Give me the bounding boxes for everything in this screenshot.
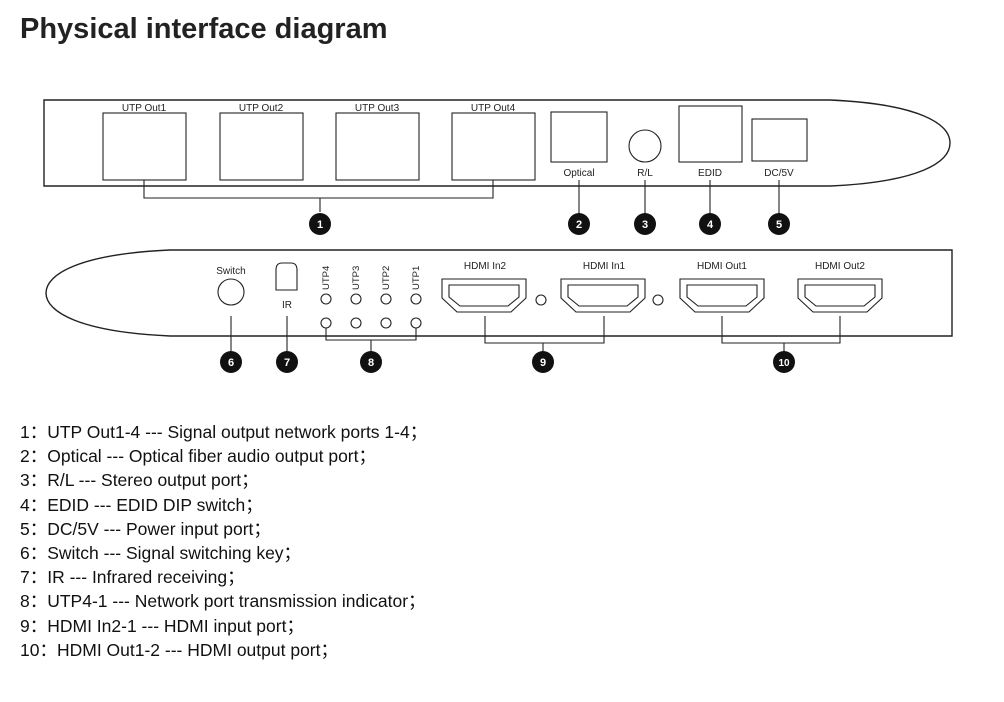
legend-item: 6：Switch --- Signal switching key； xyxy=(20,543,302,564)
callout-7: 7 xyxy=(276,351,298,373)
dc-label: DC/5V xyxy=(764,168,794,179)
legend-item: 9：HDMI In2-1 --- HDMI input port； xyxy=(20,615,304,636)
legend-item: 4：EDID --- EDID DIP switch； xyxy=(20,494,263,515)
svg-text:7: 7 xyxy=(284,357,290,369)
callout-3: 3 xyxy=(634,213,656,235)
hdmi-in2-port: HDMI In2 xyxy=(441,261,527,313)
legend-item: 5：DC/5V --- Power input port； xyxy=(20,518,271,539)
svg-text:10: 10 xyxy=(778,358,790,369)
ir-receiver: IR xyxy=(275,262,298,311)
utp-indicator-leds xyxy=(320,293,422,329)
legend-item: 8：UTP4-1 --- Network port transmission i… xyxy=(20,591,426,612)
utp4-indicator-label: UTP4 xyxy=(321,266,332,290)
ir-label: IR xyxy=(282,300,292,311)
callout-10: 10 xyxy=(773,351,795,373)
legend-item: 10：HDMI Out1-2 --- HDMI output port； xyxy=(20,639,338,660)
hdmi-out1-label: HDMI Out1 xyxy=(697,261,747,272)
utp-out2-port: UTP Out2 xyxy=(219,103,304,181)
utp3-indicator-label: UTP3 xyxy=(351,266,362,290)
svg-text:4: 4 xyxy=(707,219,714,231)
callout-9: 9 xyxy=(532,351,554,373)
interface-diagram: UTP Out1 UTP Out2 UTP Out3 UTP Out4 Opti… xyxy=(43,99,953,373)
optical-label: Optical xyxy=(563,168,594,179)
hdmi-in1-label: HDMI In1 xyxy=(583,261,626,272)
svg-text:8: 8 xyxy=(368,357,374,369)
hdmi-out2-port: HDMI Out2 xyxy=(797,261,883,313)
utp-out1-label: UTP Out1 xyxy=(122,103,167,114)
hdmi-out2-label: HDMI Out2 xyxy=(815,261,865,272)
legend-item: 1：UTP Out1-4 --- Signal output network p… xyxy=(20,422,428,442)
svg-text:2: 2 xyxy=(576,219,582,231)
legend-list: 1：UTP Out1-4 --- Signal output network p… xyxy=(20,420,427,662)
switch-label: Switch xyxy=(216,266,245,277)
utp-out4-label: UTP Out4 xyxy=(471,103,516,114)
utp-indicator-bracket xyxy=(325,328,417,352)
legend-item: 3：R/L --- Stereo output port； xyxy=(20,470,259,491)
svg-text:1: 1 xyxy=(317,219,323,231)
hdmi-in-bracket xyxy=(484,316,605,352)
svg-text:3: 3 xyxy=(642,219,648,231)
svg-text:9: 9 xyxy=(540,357,546,369)
hdmi-in1-indicator xyxy=(652,294,664,306)
switch-key: Switch xyxy=(216,266,246,306)
edid-label: EDID xyxy=(698,168,722,179)
optical-port: Optical xyxy=(550,111,608,179)
rl-port: R/L xyxy=(628,129,662,179)
callout-2: 2 xyxy=(568,213,590,235)
callout-8: 8 xyxy=(360,351,382,373)
edid-switch: EDID xyxy=(678,105,743,179)
hdmi-in1-port: HDMI In1 xyxy=(560,261,646,313)
hdmi-out1-port: HDMI Out1 xyxy=(679,261,765,313)
utp-out4-port: UTP Out4 xyxy=(451,103,536,181)
callout-5: 5 xyxy=(768,213,790,235)
callout-6: 6 xyxy=(220,351,242,373)
svg-text:5: 5 xyxy=(776,219,782,231)
page-title: Physical interface diagram xyxy=(20,13,388,45)
callout-4: 4 xyxy=(699,213,721,235)
legend-item: 2：Optical --- Optical fiber audio output… xyxy=(20,446,376,467)
hdmi-in2-indicator xyxy=(535,294,547,306)
rl-label: R/L xyxy=(637,168,653,179)
utp2-indicator-label: UTP2 xyxy=(381,266,392,290)
utp-out1-port: UTP Out1 xyxy=(102,103,187,181)
utp1-indicator-label: UTP1 xyxy=(411,266,422,290)
utp-out2-label: UTP Out2 xyxy=(239,103,284,114)
legend-item: 7：IR --- Infrared receiving； xyxy=(20,567,245,588)
utp-bracket xyxy=(143,180,494,212)
utp-out3-label: UTP Out3 xyxy=(355,103,400,114)
svg-text:6: 6 xyxy=(228,357,234,369)
hdmi-out-bracket xyxy=(721,316,841,352)
utp-out3-port: UTP Out3 xyxy=(335,103,420,181)
callout-1: 1 xyxy=(309,213,331,235)
dc-port: DC/5V xyxy=(751,118,808,179)
hdmi-in2-label: HDMI In2 xyxy=(464,261,507,272)
